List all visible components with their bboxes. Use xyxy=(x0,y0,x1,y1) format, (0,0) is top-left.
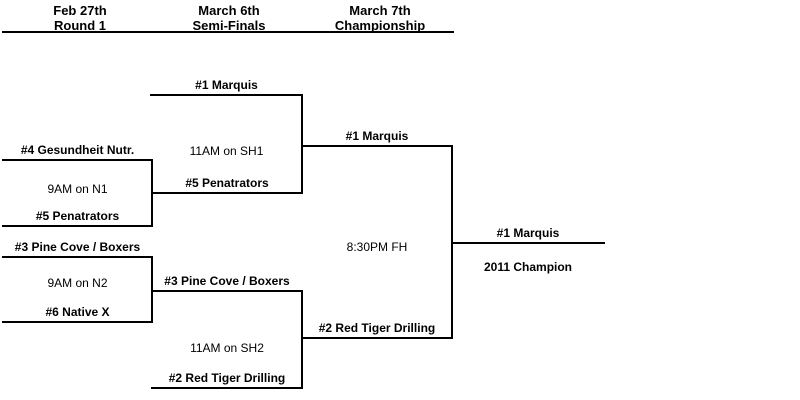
round1-match2-connector xyxy=(151,256,153,323)
winner-caption: 2011 Champion xyxy=(483,260,573,274)
semifinal2-bottom-line xyxy=(151,387,303,389)
header-date-round1: Feb 27th xyxy=(53,3,107,18)
semifinal2-top-team: #3 Pine Cove / Boxers xyxy=(164,274,290,288)
championship-top-team: #1 Marquis xyxy=(345,129,409,143)
championship-bottom-line xyxy=(301,337,453,339)
header-column-championship: March 7th Championship xyxy=(305,3,455,33)
round1-match1-top-line xyxy=(2,159,153,161)
header-date-championship: March 7th xyxy=(349,3,411,18)
winner-team: #1 Marquis xyxy=(496,226,560,240)
championship-top-line xyxy=(301,145,453,147)
round1-match2-top-line xyxy=(2,256,153,258)
semifinal1-game-time: 11AM on SH1 xyxy=(189,144,264,158)
semifinal2-game-time: 11AM on SH2 xyxy=(190,341,264,355)
semifinal1-top-team: #1 Marquis xyxy=(195,78,258,92)
semifinal1-top-line xyxy=(150,94,303,96)
round1-match2-bottom-team: #6 Native X xyxy=(45,305,110,319)
header-underline xyxy=(2,31,454,33)
semifinal1-connector xyxy=(301,94,303,194)
round1-match1-top-team: #4 Gesundheit Nutr. xyxy=(20,143,135,157)
header-column-semifinals: March 6th Semi-Finals xyxy=(154,3,304,33)
header-label-semifinals: Semi-Finals xyxy=(192,18,266,33)
round1-match2-top-team: #3 Pine Cove / Boxers xyxy=(14,240,141,254)
semifinal2-bottom-team: #2 Red Tiger Drilling xyxy=(168,371,286,385)
header-label-championship: Championship xyxy=(334,18,426,33)
championship-bottom-team: #2 Red Tiger Drilling xyxy=(318,321,436,335)
header-date-semifinals: March 6th xyxy=(198,3,260,18)
semifinal1-bottom-line xyxy=(151,192,303,194)
header-label-round1: Round 1 xyxy=(54,18,106,33)
round1-match1-bottom-team: #5 Penatrators xyxy=(35,209,120,223)
round1-match1-bottom-line xyxy=(2,225,153,227)
round1-match1-game-time: 9AM on N1 xyxy=(47,182,108,196)
header-column-round1: Feb 27th Round 1 xyxy=(5,3,155,33)
semifinal2-connector xyxy=(301,290,303,389)
round1-match2-bottom-line xyxy=(2,321,153,323)
semifinal2-top-line xyxy=(151,290,303,292)
round1-match2-game-time: 9AM on N2 xyxy=(47,276,108,290)
winner-line xyxy=(451,242,605,244)
semifinal1-bottom-team: #5 Penatrators xyxy=(185,176,269,190)
championship-game-time: 8:30PM FH xyxy=(346,240,408,254)
